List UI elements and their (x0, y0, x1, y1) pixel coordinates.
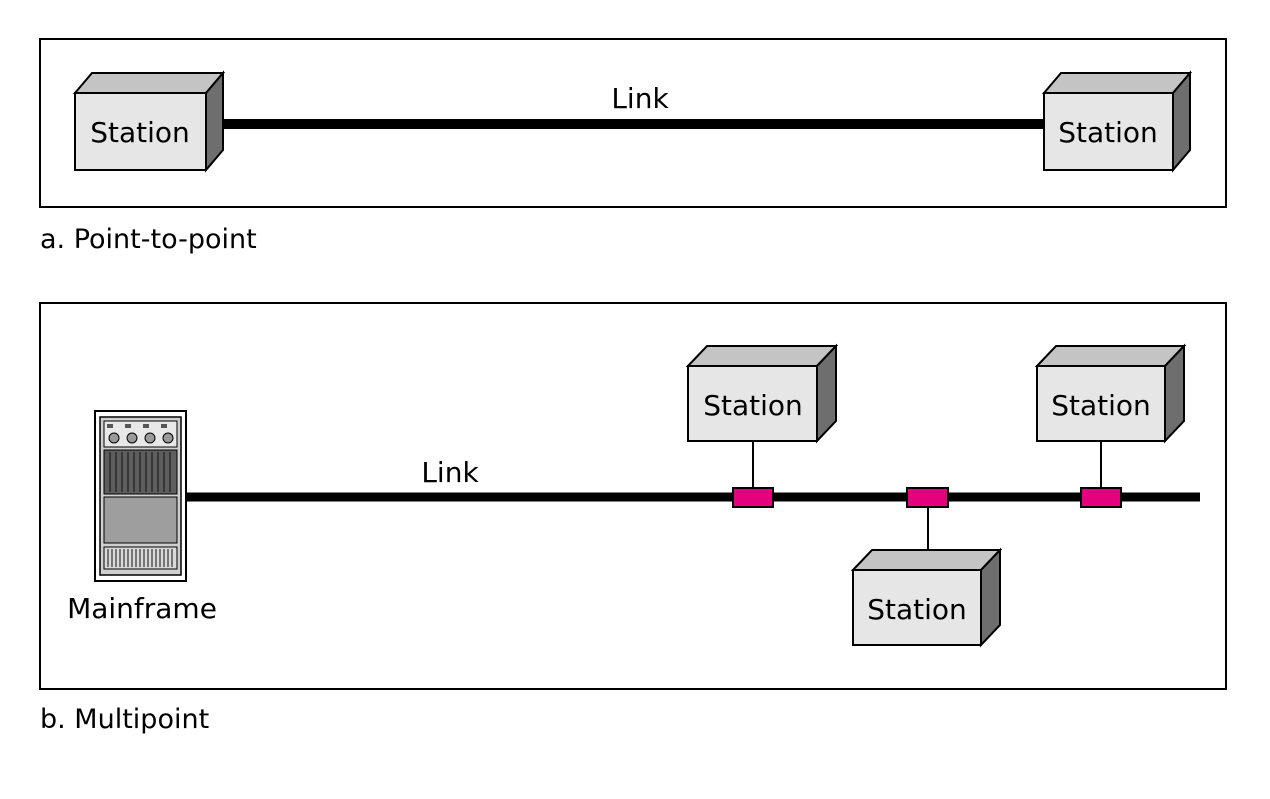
tap-connector (906, 487, 949, 508)
station-label: Station (1051, 389, 1151, 422)
station-label: Station (703, 389, 803, 422)
multipoint-link-label: Link (421, 456, 479, 489)
station-box-top-middle: Station (685, 343, 839, 444)
station-label: Station (90, 116, 190, 149)
multipoint-caption: b. Multipoint (40, 704, 209, 735)
point-to-point-link-label: Link (611, 82, 669, 115)
station-box-right: Station (1041, 70, 1193, 173)
station-box-left: Station (72, 70, 226, 173)
station-box-top-right: Station (1034, 343, 1187, 444)
tap-connector (732, 487, 774, 508)
point-to-point-frame (39, 38, 1227, 208)
station-label: Station (867, 593, 967, 626)
station-label: Station (1058, 116, 1158, 149)
tap-connector (1080, 487, 1122, 508)
mainframe-label: Mainframe (67, 592, 217, 625)
multipoint-frame (39, 302, 1227, 690)
station-box-bottom: Station (850, 547, 1003, 648)
point-to-point-caption: a. Point-to-point (40, 224, 257, 255)
mainframe-icon (94, 410, 187, 582)
